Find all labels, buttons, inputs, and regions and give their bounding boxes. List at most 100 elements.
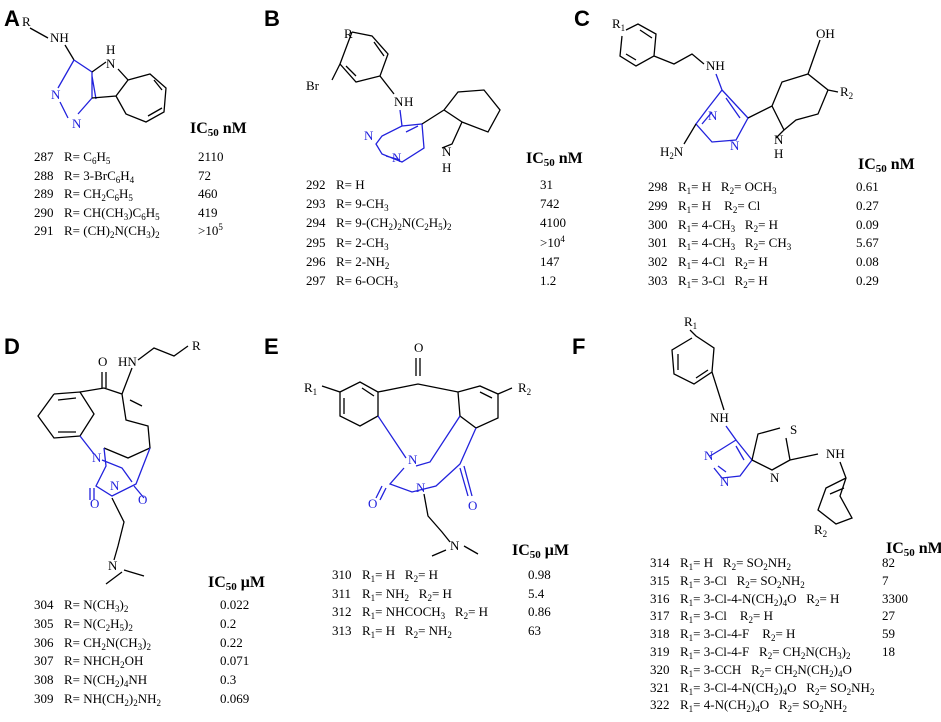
- substituent: R= 9-CH3: [336, 196, 389, 214]
- substituent: R= NHCH2OH: [64, 653, 144, 671]
- substituent: R= CH2N(CH3)2: [64, 634, 151, 652]
- structure-e: R1​ R2​ O O O N N N: [304, 340, 531, 557]
- ic50-value: 72: [198, 167, 211, 183]
- compound-number: 294: [306, 215, 326, 231]
- compound-number: 302: [648, 254, 668, 270]
- ic50-value: 18: [882, 644, 895, 659]
- substituent: R= CH2C6H5: [64, 186, 133, 203]
- atom-nh-h: H: [774, 146, 783, 161]
- atom-o3: O: [468, 498, 477, 513]
- ic50-value: 0.22: [220, 634, 243, 650]
- atom-h-ring: H: [106, 42, 115, 57]
- ic50-value: 5.4: [528, 585, 545, 601]
- substituent: R1= 3-CCH R2= CH2N(CH2)4O: [680, 661, 852, 679]
- ic50-value: 0.98: [528, 567, 551, 582]
- ic50-value: 0.27: [856, 197, 879, 213]
- atom-o2: O: [368, 496, 377, 511]
- compound-number: 295: [306, 234, 326, 250]
- ic50-value: 419: [198, 204, 218, 220]
- compound-number: 288: [34, 167, 54, 183]
- atom-n1: N: [364, 128, 374, 143]
- ic50-value: 0.61: [856, 179, 879, 194]
- substituent: R1= 4-N(CH2)4O R2= SO2NH2: [680, 697, 847, 715]
- compound-number: 291: [34, 223, 54, 238]
- atom-s: S: [790, 422, 797, 437]
- atom-r: R: [344, 26, 353, 41]
- substituent: R= 3-BrC6H4: [64, 167, 135, 185]
- atom-nh-n: N: [774, 132, 784, 147]
- substituent: R= N(C2H5)2: [64, 615, 133, 633]
- ic50-value: 0.2: [220, 615, 237, 631]
- compound-number: 317: [650, 608, 670, 624]
- ic50-value: 0.09: [856, 216, 879, 232]
- atom-n3: N: [450, 538, 460, 553]
- ic50-value: 5.67: [856, 235, 879, 251]
- substituent: R1= 3-Cl-4-N(CH2)4O R2= SO2NH2: [680, 679, 875, 697]
- atom-r2: R2​: [518, 380, 531, 397]
- compound-number: 306: [34, 634, 54, 650]
- compound-number: 319: [650, 644, 670, 659]
- ic50-header-d: IC50 μM: [208, 574, 265, 593]
- atom-o3: O: [138, 492, 147, 507]
- atom-n1: N: [708, 108, 718, 123]
- compound-number: 298: [648, 179, 668, 194]
- atom-o1: O: [98, 354, 107, 369]
- atom-nh-n: N: [394, 94, 404, 109]
- ic50-value: 0.069: [220, 691, 250, 706]
- compound-number: 316: [650, 590, 670, 606]
- atom-nh1: NH: [710, 410, 729, 425]
- ic50-header-f: IC50 nM: [886, 540, 941, 559]
- atom-n1: N: [704, 448, 714, 463]
- substituent: R= 9-(CH2)2N(C2H5)2: [336, 215, 452, 233]
- substituent: R= H: [336, 177, 365, 192]
- structure-c: R1​ NH OH R2​ H2​N N N N H: [612, 16, 853, 161]
- panel-label-c: C: [574, 6, 590, 31]
- ic50-value: 82: [882, 555, 895, 570]
- compound-number: 300: [648, 216, 668, 232]
- atom-hn: HN: [118, 354, 137, 369]
- structure-a: R NH N H N N: [22, 14, 167, 131]
- atom-o2: O: [90, 496, 99, 511]
- substituent: R= CH(CH3)C6H5: [64, 204, 160, 222]
- substituent: R1= 3-Cl R2= H: [680, 608, 774, 626]
- ic50-value: 31: [540, 177, 553, 192]
- substituent: R1= NHCOCH3 R2= H: [362, 604, 489, 622]
- atom-n2: N: [110, 478, 120, 493]
- atom-nh: NH: [706, 58, 725, 73]
- atom-oh: OH: [816, 26, 835, 41]
- ic50-header-b: IC50 nM: [526, 150, 583, 169]
- substituent: R1= H R2= SO2NH2: [680, 555, 792, 572]
- substituent: R1= H R2= Cl: [678, 197, 761, 215]
- atom-o1: O: [414, 340, 423, 355]
- compound-number: 318: [650, 626, 670, 642]
- substituent: R1= NH2 R2= H: [362, 585, 452, 603]
- atom-n2: N: [416, 480, 426, 495]
- compound-number: 304: [34, 597, 54, 612]
- compound-number: 301: [648, 235, 668, 251]
- ic50-value: 742: [540, 196, 560, 212]
- ic50-header-a: IC50 nM: [190, 120, 247, 139]
- compound-number: 312: [332, 604, 352, 620]
- ic50-value: 0.29: [856, 273, 879, 288]
- substituent: R1= 4-CH3 R2= H: [678, 216, 779, 234]
- atom-r2: R2​: [814, 522, 827, 539]
- ic50-value: 0.86: [528, 604, 551, 620]
- ic50-value: >105: [198, 222, 223, 239]
- compound-number: 309: [34, 691, 54, 706]
- atom-n1: N: [92, 450, 102, 465]
- substituent: R1= 3-Cl R2= SO2NH2: [680, 572, 805, 590]
- ic50-value: 4100: [540, 215, 566, 231]
- compound-number: 307: [34, 653, 54, 669]
- compound-number: 293: [306, 196, 326, 212]
- substituent: R= NH(CH2)2NH2: [64, 691, 162, 708]
- atom-n-ring: N: [106, 56, 116, 71]
- substituent: R1= 3-Cl-4-N(CH2)4O R2= H: [680, 590, 840, 608]
- substituent: R1= H R2= OCH3: [678, 179, 777, 196]
- atom-r: R: [22, 14, 31, 29]
- atom-r1: R1​: [304, 380, 317, 397]
- compound-number: 313: [332, 622, 352, 638]
- compound-number: 320: [650, 661, 670, 677]
- substituent: R1= 4-CH3 R2= CH3: [678, 235, 792, 253]
- atom-n3: N: [108, 558, 118, 573]
- atom-nh2: NH: [826, 446, 845, 461]
